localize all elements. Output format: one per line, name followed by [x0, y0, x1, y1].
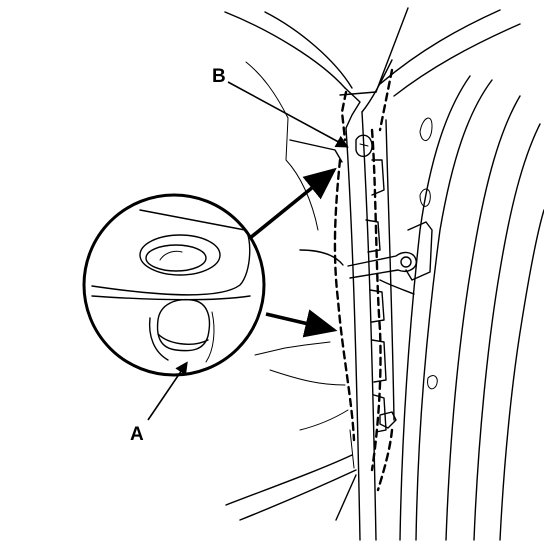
- callout-label-b: B: [212, 66, 226, 87]
- callout-label-a: A: [130, 424, 144, 445]
- b-pillar: [339, 7, 409, 541]
- door-striker: [347, 221, 433, 295]
- callout-leaders: [147, 81, 349, 421]
- dashed-route: [333, 158, 356, 442]
- outer-door-panels: [379, 9, 544, 541]
- pointer-arrows: [248, 167, 338, 338]
- detail-magnifier: [82, 193, 266, 377]
